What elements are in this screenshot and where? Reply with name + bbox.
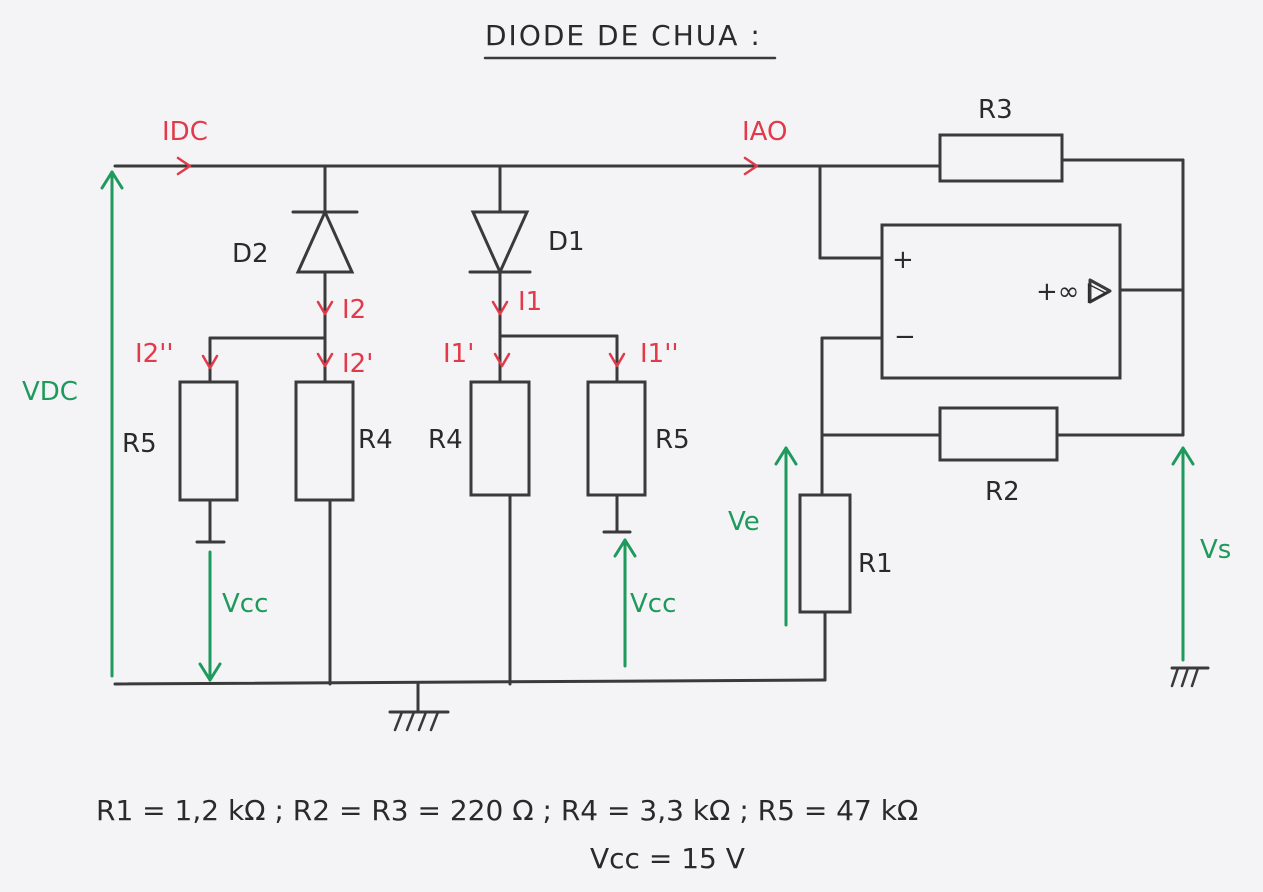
resistor-r1 [798,493,852,614]
resistor-r2 [938,406,1059,462]
supply-value: Vcc = 15 V [590,842,745,875]
op-amp-triangle-icon [1088,278,1112,304]
label-d2: D2 [232,239,269,269]
label-i2: I2 [342,295,366,325]
label-vcc-right: Vcc [630,589,676,619]
label-r1: R1 [858,549,893,579]
component-values: R1 = 1,2 kΩ ; R2 = R3 = 220 Ω ; R4 = 3,3… [96,794,918,827]
label-plus: + [892,245,914,275]
diode-d2 [291,208,359,274]
label-r5-left: R5 [122,429,157,459]
ground-right-icon [1170,666,1210,688]
diode-d1 [468,210,532,276]
voltage-arrows [100,170,1195,682]
label-r5-right: R5 [655,425,690,455]
wires [113,158,1185,732]
label-r4-left: R4 [358,425,393,455]
label-r4-right: R4 [428,425,463,455]
label-vcc-left: Vcc [222,589,268,619]
label-i-ao: IAO [742,117,787,147]
label-i1-double-prime: I1'' [640,339,679,369]
label-v-dc: VDC [22,377,78,407]
resistor-r3 [938,133,1064,183]
current-arrows [176,156,759,370]
label-i1: I1 [518,287,542,317]
label-vs: Vs [1200,535,1231,565]
title: DIODE DE CHUA : [485,19,762,52]
label-minus: − [894,322,916,352]
label-d1: D1 [548,227,585,257]
resistor-r4-right [469,380,531,497]
resistor-r5-right [586,380,647,497]
label-i-dc: IDC [162,117,208,147]
op-amp [880,223,1122,380]
label-r3: R3 [978,95,1013,125]
label-r2: R2 [985,477,1020,507]
label-ve: Ve [728,507,760,537]
label-opamp-gain: +∞ ▷ [1036,277,1108,307]
resistor-r4-left [294,380,355,502]
label-i2-double-prime: I2'' [135,339,174,369]
label-i1-prime: I1' [443,339,474,369]
label-i2-prime: I2' [342,349,373,379]
resistor-r5-left [178,380,239,502]
